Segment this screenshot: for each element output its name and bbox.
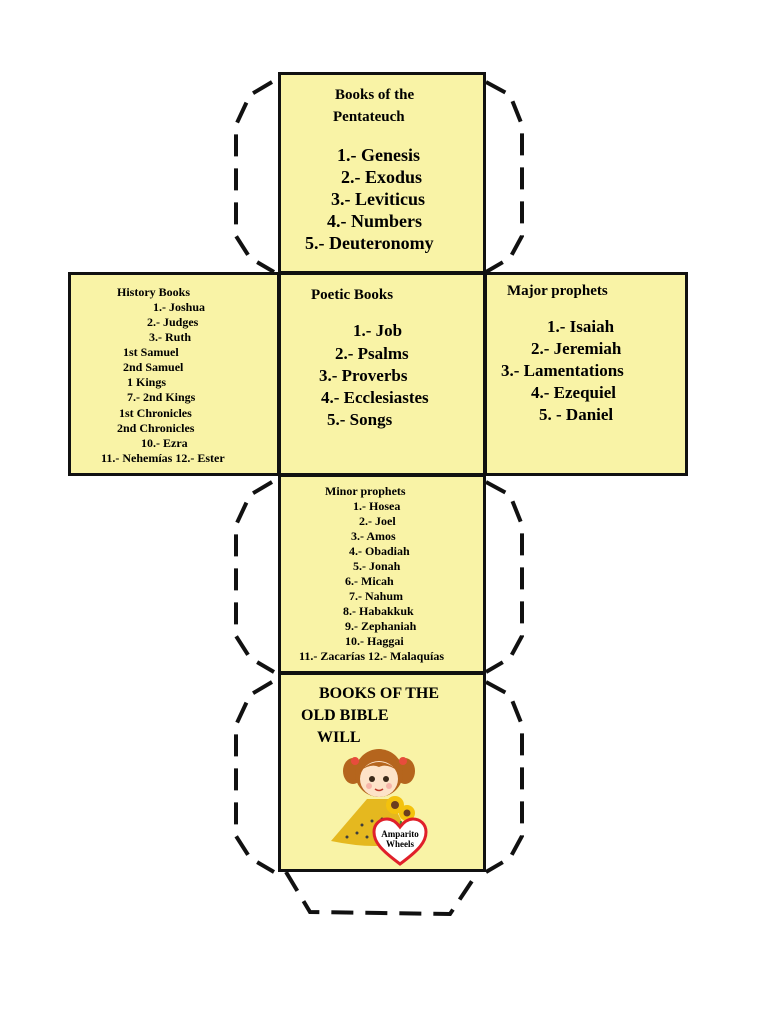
minor-title: Minor prophets (325, 484, 406, 498)
major-item: 1.- Isaiah (547, 317, 615, 336)
minor-item: 2.- Joel (359, 514, 396, 528)
pentateuch-item: 3.- Leviticus (331, 189, 425, 209)
cover-title-line3: WILL (317, 729, 361, 746)
cover-title-line2: OLD BIBLE (301, 707, 389, 724)
history-item: 7.- 2nd Kings (127, 390, 196, 404)
heart-logo-icon (372, 817, 428, 866)
history-item: 10.- Ezra (141, 436, 188, 450)
pentateuch-item: 2.- Exodus (341, 167, 423, 187)
face-history: History Books 1.- Joshua 2.- Judges 3.- … (68, 272, 280, 476)
face-pentateuch: Books of the Pentateuch 1.- Genesis 2.- … (278, 72, 486, 274)
minor-item: 4.- Obadiah (349, 544, 410, 558)
history-item: 1st Samuel (123, 345, 179, 359)
poetic-item: 5.- Songs (327, 410, 393, 429)
minor-item: 6.- Micah (345, 574, 394, 588)
face-major: Major prophets 1.- Isaiah 2.- Jeremiah 3… (484, 272, 688, 476)
major-item: 2.- Jeremiah (531, 339, 622, 358)
history-item: 3.- Ruth (149, 330, 192, 344)
history-item: 2nd Chronicles (117, 421, 195, 435)
major-item: 5. - Daniel (539, 405, 614, 424)
pentateuch-item: 4.- Numbers (327, 211, 422, 231)
logo-text-line1: Amparito (381, 829, 419, 839)
history-item: 2.- Judges (147, 315, 199, 329)
history-item: 2nd Samuel (123, 360, 184, 374)
poetic-item: 1.- Job (353, 321, 403, 340)
major-item: 3.- Lamentations (501, 361, 624, 380)
face-poetic: Poetic Books 1.- Job 2.- Psalms 3.- Prov… (278, 272, 486, 476)
logo-text-line2: Wheels (386, 839, 414, 849)
minor-item: 9.- Zephaniah (345, 619, 417, 633)
minor-item: 3.- Amos (351, 529, 396, 543)
minor-item: 7.- Nahum (349, 589, 404, 603)
poetic-item: 4.- Ecclesiastes (321, 388, 429, 407)
major-title: Major prophets (507, 283, 608, 299)
cover-title-line1: BOOKS OF THE (319, 685, 440, 702)
pentateuch-title-line1: Books of the (335, 87, 415, 103)
major-item: 4.- Ezequiel (531, 383, 616, 402)
minor-item: 11.- Zacarías 12.- Malaquías (299, 649, 445, 663)
minor-item: 1.- Hosea (353, 499, 401, 513)
minor-item: 10.- Haggai (345, 634, 404, 648)
pentateuch-title-line2: Pentateuch (333, 109, 405, 125)
history-item: 1.- Joshua (153, 300, 206, 314)
pentateuch-item: 1.- Genesis (337, 145, 420, 165)
face-minor: Minor prophets 1.- Hosea 2.- Joel 3.- Am… (278, 474, 486, 674)
poetic-title: Poetic Books (311, 287, 394, 303)
face-cover: BOOKS OF THE OLD BIBLE WILL (278, 672, 486, 872)
poetic-item: 3.- Proverbs (319, 366, 408, 385)
girl-illustration (331, 749, 415, 846)
history-item: 11.- Nehemías 12.- Ester (101, 451, 225, 465)
pentateuch-item: 5.- Deuteronomy (305, 233, 434, 253)
minor-item: 5.- Jonah (353, 559, 401, 573)
history-title: History Books (117, 285, 191, 299)
poetic-item: 2.- Psalms (335, 344, 409, 363)
history-item: 1st Chronicles (119, 406, 192, 420)
minor-item: 8.- Habakkuk (343, 604, 414, 618)
history-item: 1 Kings (127, 375, 167, 389)
